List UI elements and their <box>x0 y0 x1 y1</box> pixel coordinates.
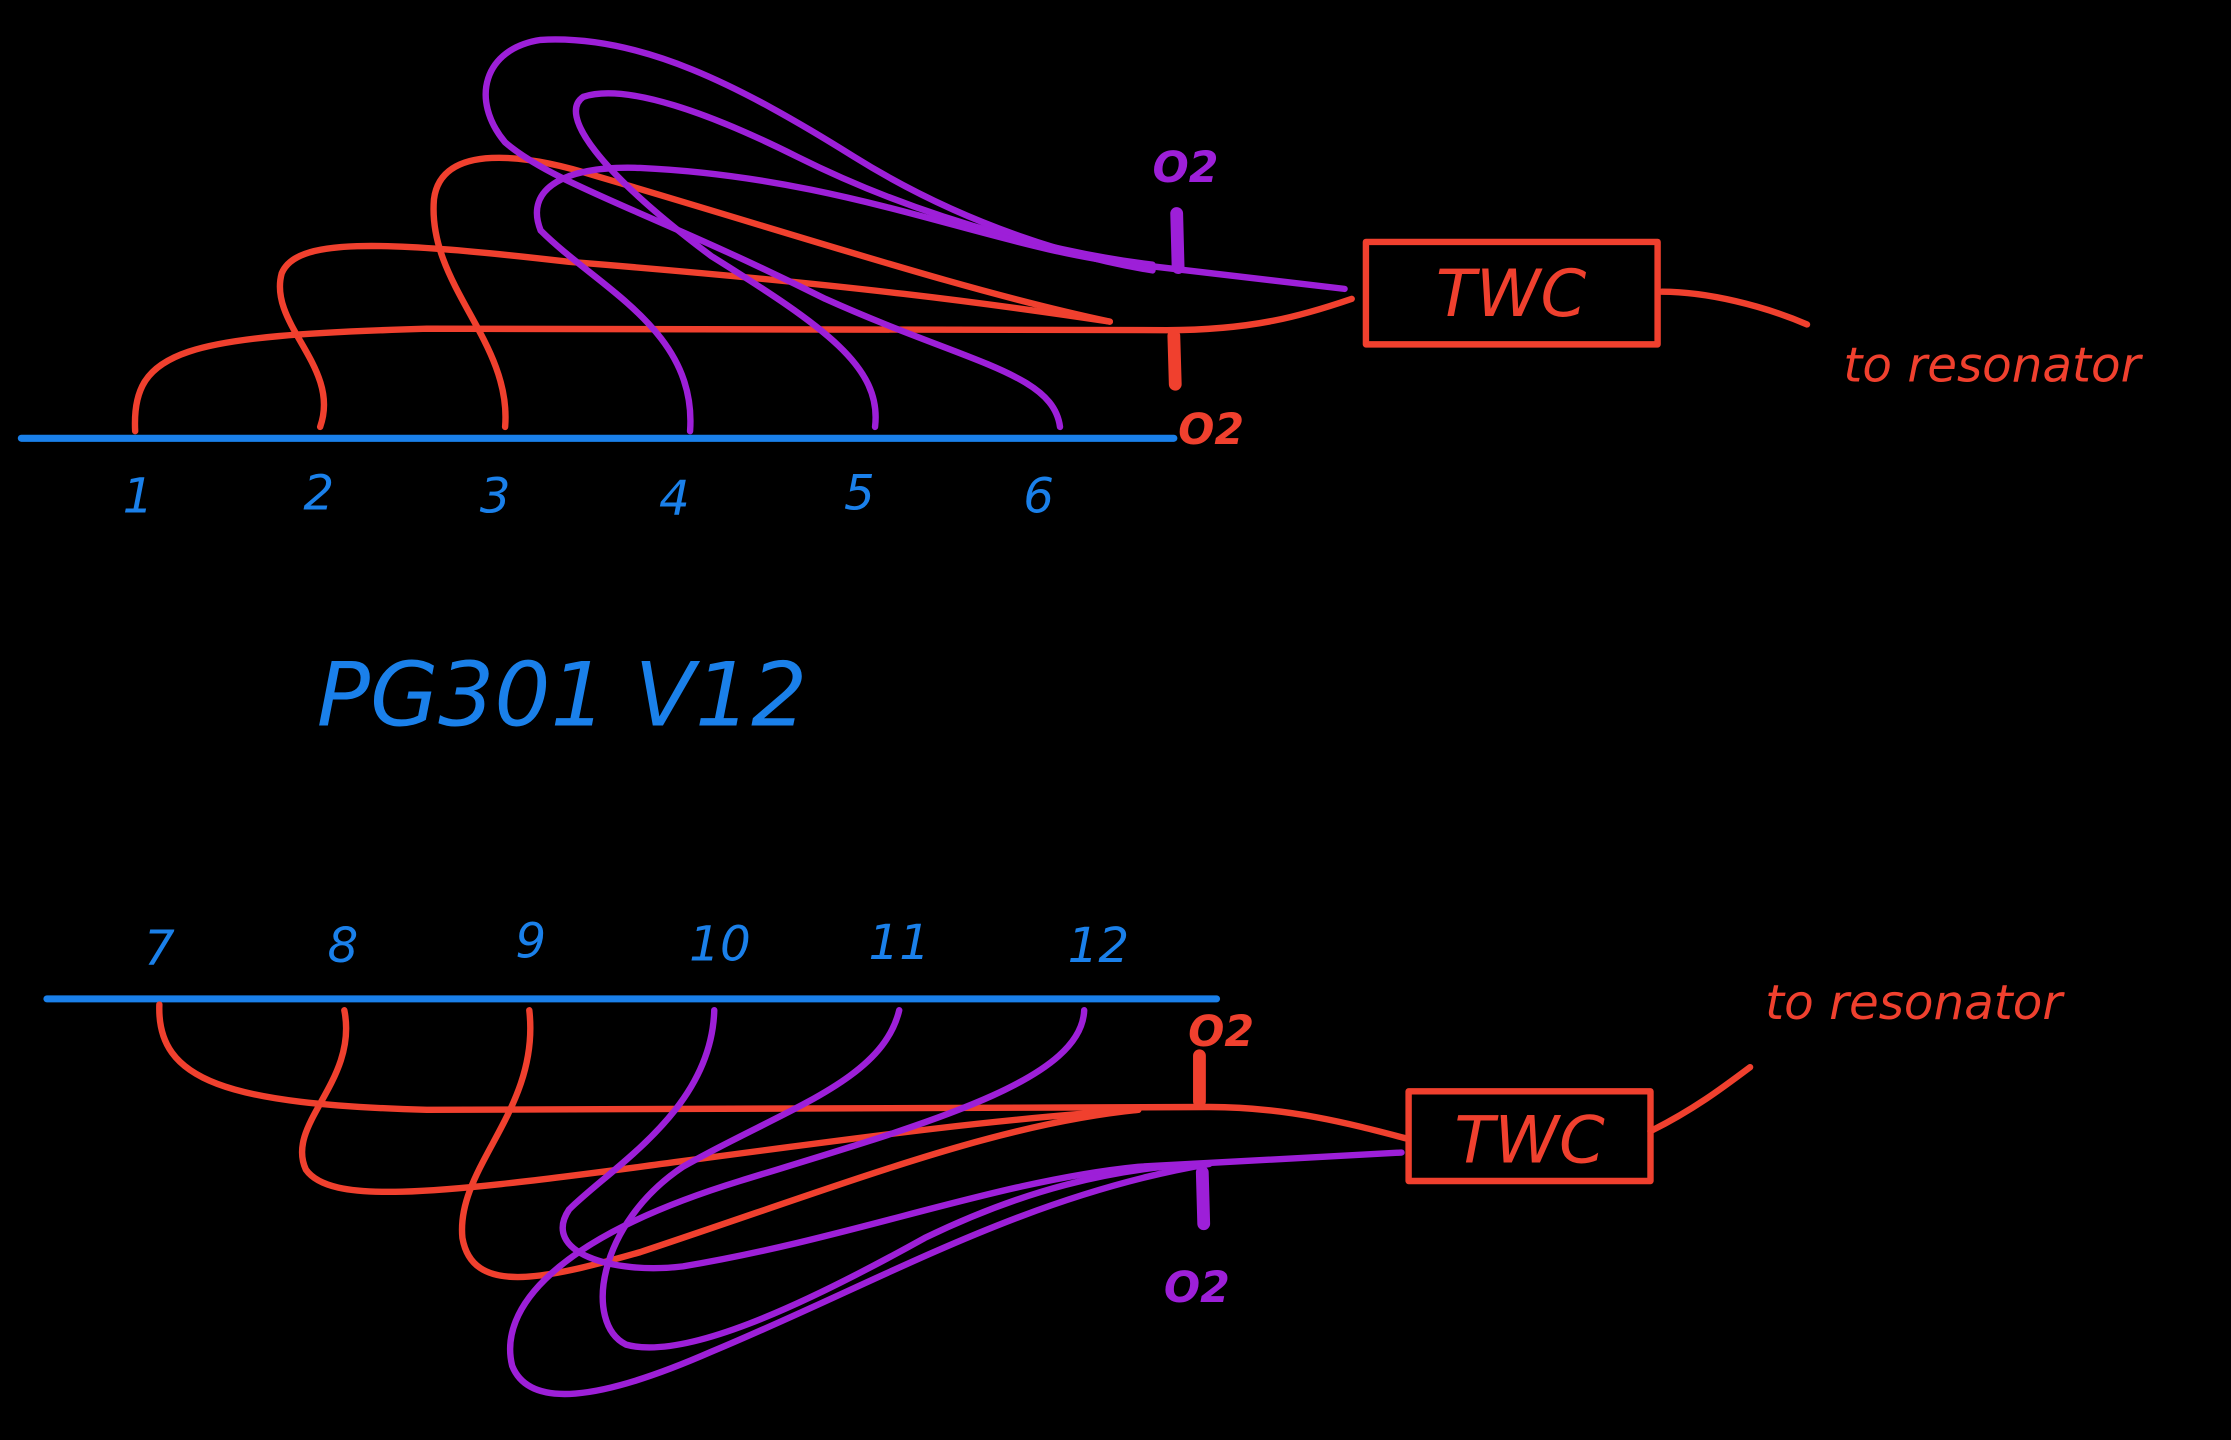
outlet-pipe <box>1647 1063 1754 1135</box>
runner-2 <box>276 242 1114 431</box>
port-label: 7 <box>144 921 175 977</box>
runner-3 <box>430 154 1114 431</box>
runner-4 <box>533 164 1348 435</box>
port-label: 8 <box>328 918 359 974</box>
port-label: 4 <box>659 471 690 527</box>
bottom-port-labels: 7 8 9 10 11 12 <box>144 914 1129 977</box>
port-label: 5 <box>844 465 875 521</box>
twc-label: TWC <box>1454 1103 1605 1179</box>
twc-box <box>1362 238 1661 348</box>
runner-1 <box>131 295 1355 435</box>
outlet-label: to resonator <box>1765 975 2065 1031</box>
runner-11 <box>599 1007 1199 1351</box>
port-label: 3 <box>480 468 511 524</box>
runner-12 <box>506 1007 1213 1398</box>
port-label: 10 <box>689 916 751 972</box>
twc-box <box>1405 1088 1654 1185</box>
port-label: 1 <box>123 468 154 524</box>
runner-7 <box>156 1001 1409 1142</box>
port-label: 6 <box>1023 468 1054 524</box>
top-bank: O2 O2 TWC to resonator 1 2 3 4 5 6 <box>17 36 2144 527</box>
runner-10 <box>559 1007 1405 1272</box>
port-label: 9 <box>515 914 546 970</box>
twc-label: TWC <box>1436 256 1587 332</box>
o2-label-lower: O2 <box>1164 1263 1230 1313</box>
outlet-label: to resonator <box>1843 337 2143 393</box>
port-label: 2 <box>303 465 334 521</box>
o2-sensor-lower-icon <box>1195 1166 1211 1231</box>
o2-sensor-lower-icon <box>1167 329 1182 391</box>
o2-label-lower: O2 <box>1178 405 1244 455</box>
top-port-labels: 1 2 3 4 5 6 <box>123 465 1054 527</box>
runner-5 <box>572 90 1156 431</box>
o2-sensor-upper-icon <box>1170 207 1185 274</box>
o2-label-upper: O2 <box>1188 1007 1254 1057</box>
outlet-pipe <box>1658 288 1811 328</box>
o2-label-upper: O2 <box>1152 143 1218 193</box>
engine-title: PG301 V12 <box>317 644 808 747</box>
runner-9 <box>458 1007 1142 1281</box>
runner-6 <box>482 36 1156 431</box>
runner-8 <box>298 1007 1142 1196</box>
port-label: 11 <box>868 915 930 971</box>
port-label: 12 <box>1068 918 1130 974</box>
bottom-bank: O2 O2 TWC to resonator 7 8 9 10 11 12 <box>43 914 2065 1398</box>
